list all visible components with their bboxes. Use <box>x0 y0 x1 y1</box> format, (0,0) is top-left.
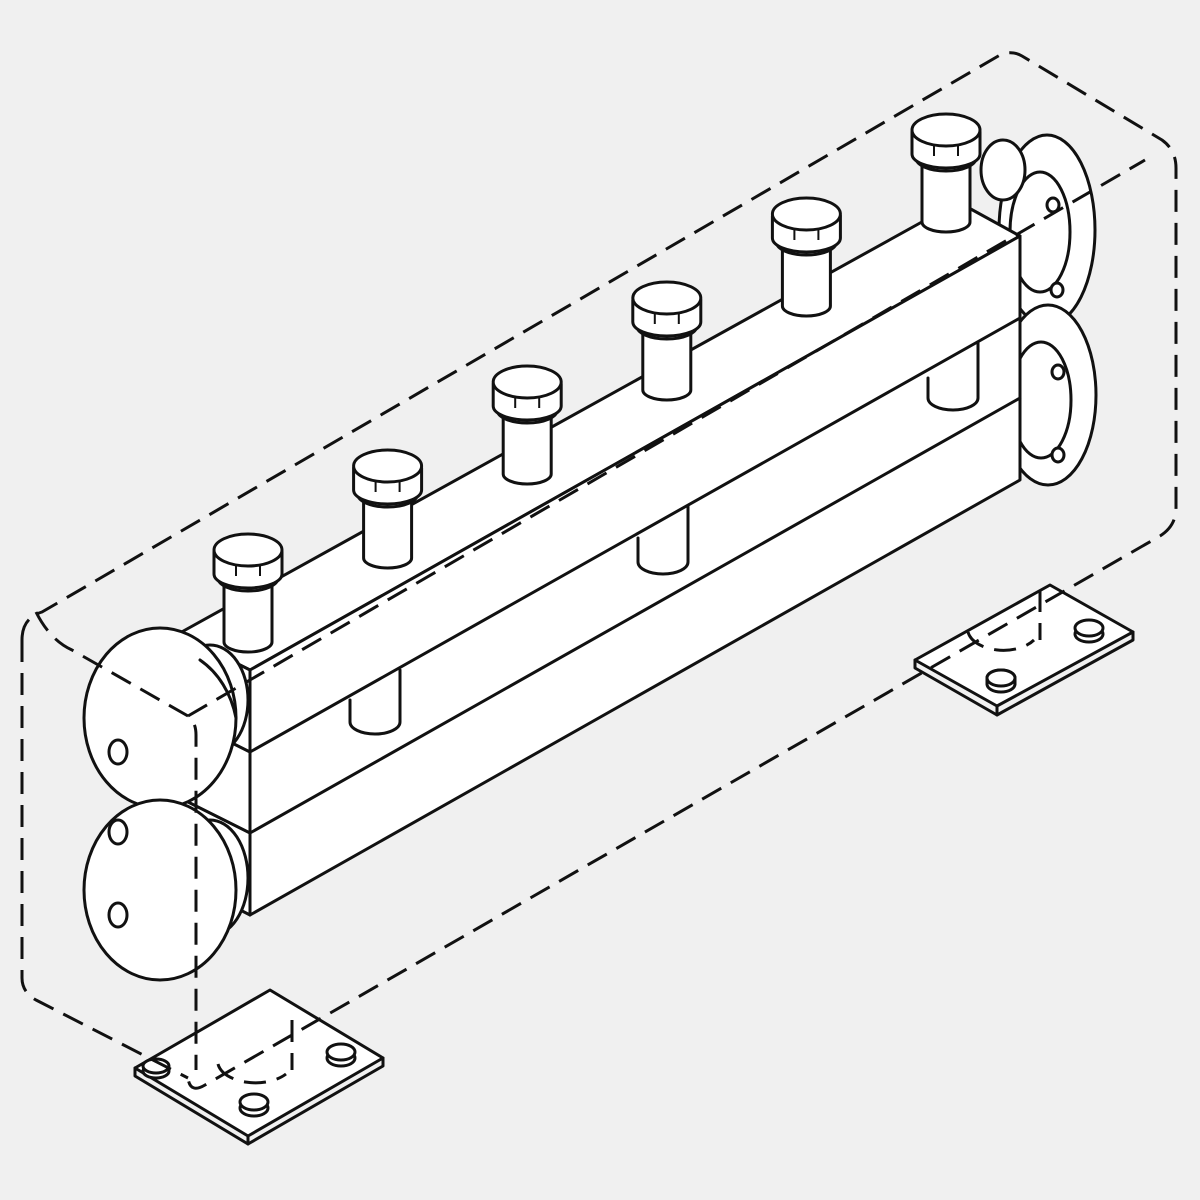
flange-upper-right <box>979 133 1097 327</box>
outlet-part <box>910 112 982 148</box>
outlet-part <box>920 162 972 234</box>
bottom-stub-3 <box>926 340 980 412</box>
outlet-1 <box>212 532 284 654</box>
flange-lower-right <box>998 303 1098 487</box>
outlet-part <box>491 364 563 400</box>
bottom-stub-2 <box>636 504 690 576</box>
outlet-part <box>641 330 693 402</box>
outlet-part <box>501 414 553 486</box>
outlet-4 <box>631 280 703 402</box>
hex-bolt <box>325 1042 357 1068</box>
outlet-2 <box>352 448 424 570</box>
outlet-part <box>780 246 832 318</box>
hex-bolt <box>141 1057 171 1080</box>
mounting-bracket-left <box>133 988 385 1146</box>
outlet-3 <box>491 364 563 486</box>
outlet-part <box>212 532 284 568</box>
outlet-part <box>362 498 414 570</box>
outlet-5 <box>770 196 842 318</box>
manifold-body <box>176 200 1022 917</box>
outlet-part <box>631 280 703 316</box>
outlet-6 <box>910 112 982 234</box>
outlet-part <box>770 196 842 232</box>
hex-bolt <box>1073 618 1105 644</box>
outlet-part <box>222 582 274 654</box>
flange-upper-left <box>82 626 250 810</box>
insulation-enclosure-outline <box>20 51 1178 1090</box>
hex-bolt <box>238 1092 270 1118</box>
flange-lower-left <box>82 798 250 982</box>
bottom-stub-1 <box>348 668 402 736</box>
mounting-bracket-right <box>913 583 1135 717</box>
hex-bolt <box>985 668 1017 694</box>
outlet-part <box>352 448 424 484</box>
